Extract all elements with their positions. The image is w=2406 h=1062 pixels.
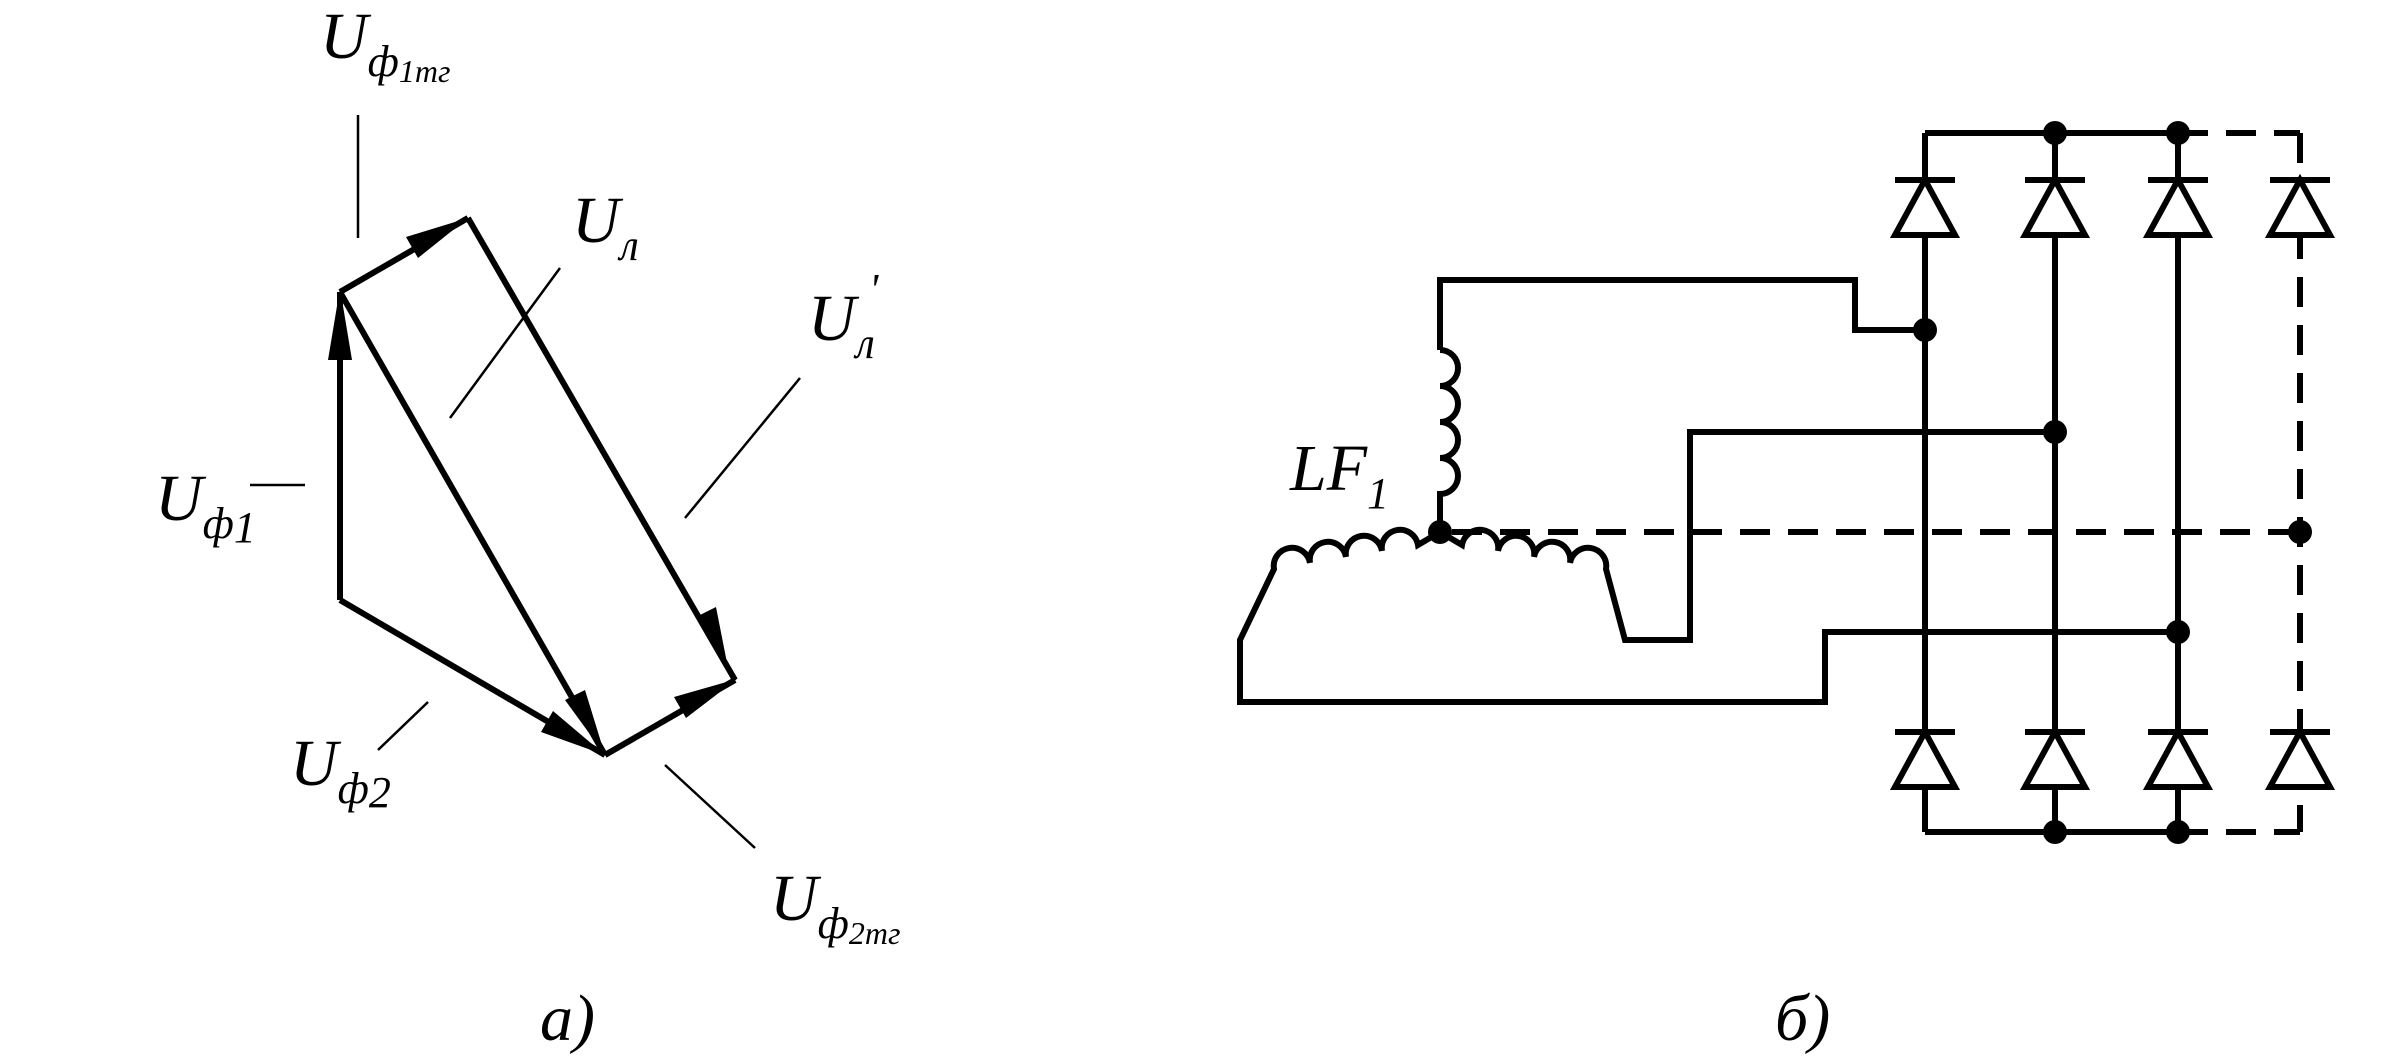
- diode-lower-1: [1889, 725, 1961, 790]
- phase-winding-left: [1237, 526, 2178, 705]
- winding-lf1-coil: [1437, 347, 1461, 530]
- label-u-phi-1tg: Uф1тг: [320, 0, 451, 89]
- leader-u-phi-2: [377, 701, 429, 751]
- label-u-l-prime: Uл': [808, 265, 880, 368]
- node-leg3-phase: [2166, 620, 2190, 644]
- label-u-phi-2: Uф2: [290, 727, 391, 817]
- vector-u-l: [337, 290, 608, 757]
- node-leg2-phase: [2043, 420, 2067, 444]
- vector-u-l-prime-arrowhead: [696, 607, 728, 668]
- winding-lf1-wire-top: [1437, 277, 1925, 350]
- node-bottom-rail-3: [2166, 820, 2190, 844]
- caption-a: а): [540, 982, 595, 1055]
- diode-lower-3: [2142, 725, 2214, 790]
- vector-u-phi-2tg-arrowhead: [674, 679, 737, 718]
- caption-b: б): [1775, 982, 1830, 1055]
- vector-u-l-prime: [465, 216, 738, 682]
- label-u-phi-2tg: Uф2тг: [770, 862, 901, 951]
- vector-u-phi-1tg-arrowhead: [406, 218, 468, 258]
- label-u-phi-1: Uф1: [155, 462, 256, 552]
- leader-u-l: [448, 267, 562, 419]
- leader-u-phi-2tg: [664, 764, 756, 849]
- phase-winding-right: [1438, 429, 2055, 643]
- node-top-rail-2: [2043, 121, 2067, 145]
- vector-u-phi-2-arrowhead: [541, 711, 605, 755]
- vector-u-l-arrowhead: [565, 690, 605, 755]
- diode-upper-3: [2142, 173, 2214, 238]
- circuit-diagram: [1237, 121, 2336, 844]
- diode-upper-1: [1889, 173, 1961, 238]
- leader-u-l-prime: [684, 377, 801, 519]
- diode-lower-2: [2019, 725, 2091, 790]
- label-u-l: Uл: [572, 184, 639, 270]
- diode-lower-4-dashed: [2264, 725, 2336, 790]
- vector-u-phi-1-arrowhead: [328, 288, 352, 360]
- label-lf1: LF1: [1289, 432, 1389, 518]
- node-leg1-phase: [1913, 318, 1937, 342]
- diode-upper-2: [2019, 173, 2091, 238]
- node-bottom-rail-2: [2043, 820, 2067, 844]
- vector-diagram: [250, 115, 801, 849]
- diode-upper-4-dashed: [2264, 173, 2336, 238]
- node-top-rail-3: [2166, 121, 2190, 145]
